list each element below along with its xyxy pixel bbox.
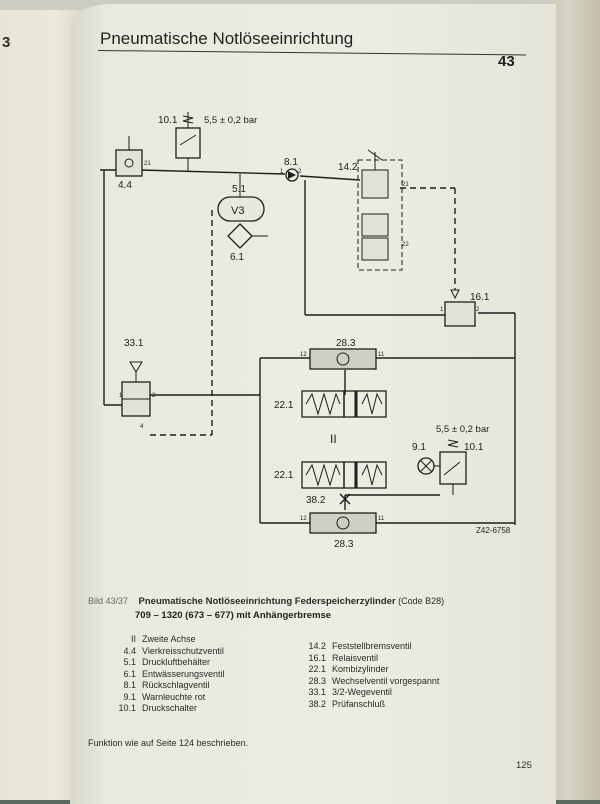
left-page-number: 3	[2, 34, 11, 51]
label-16-1: 16.1	[470, 292, 490, 303]
book-page	[70, 4, 556, 804]
label-v3: V3	[231, 205, 244, 217]
label-9-1: 9.1	[412, 442, 426, 453]
supply-line-right	[299, 175, 361, 181]
valve-4-4	[115, 136, 143, 177]
cylinder-22-1-bottom	[301, 461, 387, 489]
pressure-switch-10-1-top	[175, 112, 201, 172]
drawing-code: Z42-6758	[476, 526, 511, 535]
port-label: 1	[119, 393, 123, 399]
label-28-3-bottom: 28.3	[334, 539, 354, 550]
caption-title: Pneumatische Notlöseeinrichtung Federspe…	[138, 596, 396, 607]
label-5-1: 5.1	[232, 184, 246, 195]
port-label: 11	[378, 516, 385, 522]
handbrake-valve-14-2	[357, 149, 403, 271]
supply-line	[139, 169, 286, 175]
label-roman-II: II	[330, 432, 337, 446]
relay-valve-16-1	[444, 289, 476, 327]
label-8-1: 8.1	[284, 157, 298, 168]
label-10-1-top: 10.1	[158, 115, 178, 126]
valve-33-1	[121, 361, 151, 417]
section-title: Pneumatische Notlöseeinrichtung	[100, 29, 354, 48]
port-label: 4	[140, 424, 144, 430]
label-22-1-top: 22.1	[274, 400, 294, 411]
port-label: 1	[280, 169, 284, 175]
reservoir-5-1	[217, 174, 265, 222]
label-38-2: 38.2	[306, 495, 326, 506]
label-6-1: 6.1	[230, 252, 244, 263]
port-label: 12	[300, 352, 307, 358]
port-label: 12	[300, 516, 307, 522]
page-number: 125	[516, 760, 532, 771]
background-right-pages	[548, 0, 600, 800]
port-label: 1	[440, 307, 444, 313]
label-pressure-top: 5,5 ± 0,2 bar	[204, 115, 257, 126]
label-4-4: 4.4	[118, 180, 132, 191]
port-label: 2	[298, 169, 302, 175]
port-label: 2	[152, 393, 156, 399]
label-22-1-bottom: 22.1	[274, 470, 294, 481]
port-label: 21	[402, 182, 409, 188]
check-valve-8-1	[285, 168, 299, 182]
label-33-1: 33.1	[124, 338, 144, 349]
warning-lamp-9-1	[417, 457, 440, 475]
drain-valve-6-1	[227, 223, 268, 249]
port-label: 22	[402, 242, 409, 248]
caption-code: (Code B28)	[398, 596, 445, 606]
port-label: 21	[144, 161, 151, 167]
chapter-number: 43	[498, 53, 515, 70]
port-label: 2	[476, 307, 480, 313]
caption-line2: 709 – 1320 (673 – 677) mit Anhängerbrems…	[135, 610, 332, 621]
footer-note: Funktion wie auf Seite 124 beschrieben.	[88, 738, 249, 748]
shuttle-valve-28-3-bottom	[309, 512, 377, 534]
pressure-switch-10-1-bottom	[439, 439, 467, 495]
label-pressure-bottom: 5,5 ± 0,2 bar	[436, 424, 489, 435]
label-14-2: 14.2	[338, 162, 358, 173]
cylinder-22-1-top	[301, 390, 387, 418]
figure-ref: Bild 43/37	[88, 596, 129, 606]
test-port-38-2	[339, 493, 351, 505]
port-label: 11	[378, 352, 385, 358]
figure-caption: Bild 43/37 Pneumatische Notlöseeinrichtu…	[88, 596, 444, 607]
label-10-1-bottom: 10.1	[464, 442, 484, 453]
label-28-3-top: 28.3	[336, 338, 356, 349]
shuttle-valve-28-3-top	[309, 348, 377, 370]
